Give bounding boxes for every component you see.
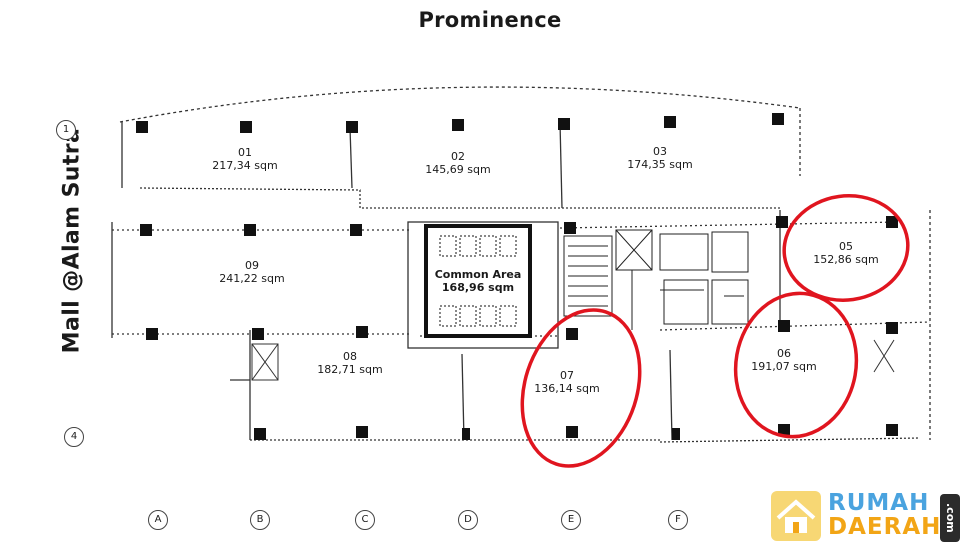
unit-area: 241,22 sqm — [219, 272, 285, 285]
grid-col-a: A — [148, 510, 168, 530]
unit-area: 191,07 sqm — [751, 360, 817, 373]
unit-area: 136,14 sqm — [534, 382, 600, 395]
adjacent-mall-label: Mall @Alam Sutra — [59, 127, 85, 354]
watermark-logo: RUMAH DAERAH .com — [770, 490, 970, 546]
stair-core — [563, 229, 749, 330]
gridline-row-3 — [112, 321, 931, 337]
grid-row-4: 4 — [64, 427, 84, 447]
common-area-title: Common Area — [434, 268, 522, 281]
grid-col-d: D — [458, 510, 478, 530]
watermark-word-1: RUMAH — [828, 490, 930, 516]
outer-wall-left — [111, 122, 123, 338]
gridline-row-2 — [112, 221, 901, 231]
unit-number: 09 — [245, 259, 259, 272]
common-area-label: Common Area 168,96 sqm — [428, 268, 528, 294]
grid-col-e: E — [561, 510, 581, 530]
cross-markers — [251, 339, 895, 381]
divider-02-03 — [559, 121, 563, 209]
unit-number: 06 — [777, 347, 791, 360]
watermark-word-2: DAERAH — [828, 514, 942, 540]
unit-09-label: 09 241,22 sqm — [212, 259, 292, 285]
building-title: Prominence — [418, 8, 562, 32]
unit-07-label: 07 136,14 sqm — [527, 369, 607, 395]
highlight-unit-07 — [520, 308, 642, 468]
unit-number: 08 — [343, 350, 357, 363]
house-icon — [771, 491, 821, 541]
unit-08-label: 08 182,71 sqm — [310, 350, 390, 376]
wall-top-units — [139, 187, 780, 209]
outer-wall-right — [799, 108, 931, 440]
structural-columns — [136, 113, 898, 440]
unit-area: 145,69 sqm — [425, 163, 491, 176]
divider-08-07 — [461, 353, 465, 441]
grid-row-1: 1 — [56, 120, 76, 140]
unit-area: 152,86 sqm — [813, 253, 879, 266]
highlight-unit-06 — [733, 291, 859, 439]
unit-number: 03 — [653, 145, 667, 158]
unit-03-label: 03 174,35 sqm — [620, 145, 700, 171]
unit-02-label: 02 145,69 sqm — [418, 150, 498, 176]
divider-01-02 — [349, 127, 353, 189]
unit-number: 07 — [560, 369, 574, 382]
facade-curve — [119, 86, 801, 123]
common-area-box — [424, 224, 532, 338]
grid-col-f: F — [668, 510, 688, 530]
divider-07-06 — [669, 349, 673, 441]
watermark-suffix: .com — [940, 494, 960, 542]
unit-area: 174,35 sqm — [627, 158, 693, 171]
common-area-size: 168,96 sqm — [441, 281, 515, 294]
unit-number: 01 — [238, 146, 252, 159]
unit-number: 05 — [839, 240, 853, 253]
unit-05-label: 05 152,86 sqm — [806, 240, 886, 266]
unit-area: 182,71 sqm — [317, 363, 383, 376]
core-outline — [407, 221, 559, 349]
grid-col-b: B — [250, 510, 270, 530]
unit-06-label: 06 191,07 sqm — [744, 347, 824, 373]
grid-col-c: C — [355, 510, 375, 530]
unit-number: 02 — [451, 150, 465, 163]
divider-09-08 — [230, 330, 251, 440]
highlight-unit-05 — [782, 194, 910, 302]
unit-01-label: 01 217,34 sqm — [205, 146, 285, 172]
unit-area: 217,34 sqm — [212, 159, 278, 172]
wall-bottom — [250, 437, 921, 443]
highlight-marks — [520, 194, 910, 468]
